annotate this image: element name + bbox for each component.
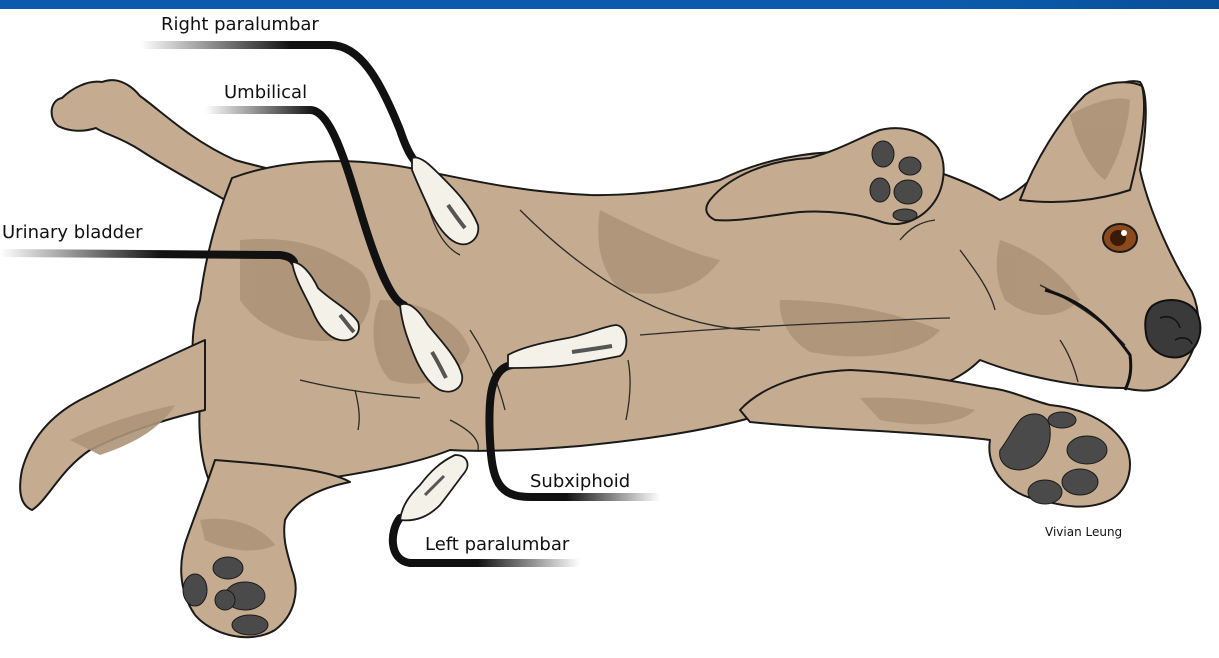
- label-left-paralumbar: Left paralumbar: [425, 536, 569, 554]
- hind-leg-bottom: [181, 460, 350, 637]
- label-subxiphoid: Subxiphoid: [530, 473, 630, 491]
- artist-credit: Vivian Leung: [1045, 526, 1122, 538]
- nose: [1145, 300, 1200, 358]
- label-right-paralumbar: Right paralumbar: [161, 16, 319, 34]
- label-urinary-bladder: Urinary bladder: [2, 224, 143, 242]
- label-umbilical: Umbilical: [224, 84, 307, 102]
- eye: [1103, 224, 1137, 252]
